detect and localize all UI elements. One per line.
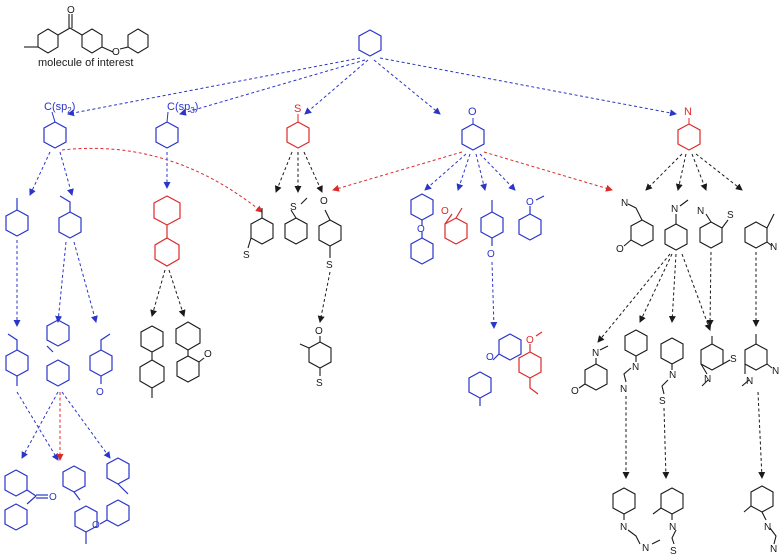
benzophenone-node	[4, 469, 48, 531]
n-atom-label: N	[642, 543, 649, 554]
cyclohexyl-benzene-node	[153, 195, 181, 267]
csp3-benzene-node	[155, 111, 179, 149]
thioformyl-aniline-node	[660, 337, 684, 395]
level-2-arrows-red	[61, 147, 613, 213]
methyl-aniline-node	[744, 213, 775, 249]
ethyl-toluene-node	[5, 333, 29, 386]
n-atom-label: N	[669, 370, 676, 381]
n-methyl-aniline-node	[664, 199, 689, 251]
n-atom-label: N	[764, 522, 771, 533]
s-atom-label: S	[326, 260, 333, 271]
para-methyl-phenoxy-node	[480, 200, 504, 246]
dimethylamino-phenol-node	[578, 345, 609, 391]
level-1-arrows	[67, 57, 677, 117]
dimethylaminomethyl-aniline-node	[612, 487, 661, 545]
n-atom-label: N	[770, 544, 777, 555]
o-atom-label: O	[571, 386, 579, 397]
csp3-label: C(sp3)	[167, 101, 198, 115]
phenoxy-benzene-node	[461, 118, 485, 151]
level-4-arrows-blue	[16, 391, 111, 461]
s-atom-label: S	[290, 202, 297, 213]
thioanisole-node	[284, 197, 308, 245]
n-atom-label: N	[704, 374, 711, 385]
level-2-arrows-blue	[29, 151, 516, 196]
csp2-benzene-node	[43, 111, 67, 149]
ethylbenzene-node	[58, 195, 82, 239]
tolyl-phenyl-ether-node	[468, 333, 522, 406]
methyl-methoxy-thiobenzene-node	[299, 336, 332, 376]
oxy-thiobenzene-node	[318, 209, 342, 258]
o-atom-label: O	[441, 206, 449, 217]
n-atom-label: N	[632, 362, 639, 373]
methyl-aminomethyl-aniline-node	[743, 485, 777, 545]
n-atom-label: N	[770, 242, 777, 253]
phenyl-cyclohexyl-toluene-node	[139, 325, 165, 398]
n-atom-label: N	[772, 366, 779, 377]
methyl-thiobenzene-node	[247, 208, 274, 249]
o-label-level1: O	[468, 106, 477, 118]
o-atom-label: O	[487, 249, 495, 260]
benzyl-phenol-node	[99, 457, 130, 527]
s-label-level1: S	[294, 103, 301, 115]
csp2-label: C(sp2)	[44, 101, 75, 115]
s-atom-label: S	[316, 378, 323, 389]
n-atom-label: N	[621, 198, 628, 209]
o-atom-label: O	[204, 349, 212, 360]
n-atom-label: N	[592, 348, 599, 359]
molecule-of-interest	[24, 14, 149, 54]
cyclohexyl-phenol-node	[175, 321, 205, 383]
methyl-phenoxy-node	[444, 207, 468, 245]
o-atom-label: O	[49, 492, 57, 503]
s-atom-label: S	[659, 396, 666, 407]
o-atom-label: O	[417, 224, 425, 235]
o-atom-label: O	[526, 197, 534, 208]
s-atom-label: S	[727, 210, 734, 221]
anisole-node	[518, 195, 545, 241]
carbonyl-oxygen-label: O	[67, 5, 75, 16]
n-atom-label: N	[620, 384, 627, 395]
diphenylmethane-node	[46, 319, 70, 387]
thiophenyl-benzene-node	[286, 114, 310, 149]
n-atom-label: N	[697, 206, 704, 217]
o-atom-label: O	[96, 387, 104, 398]
molecule-of-interest-caption: molecule of interest	[38, 57, 133, 69]
dimethyl-aniline-node	[741, 334, 773, 387]
ethyl-phenol-node	[89, 333, 113, 384]
o-atom-label: O	[486, 352, 494, 363]
n-atom-label: N	[669, 522, 676, 533]
ether-oxygen-label: O	[112, 47, 120, 58]
s-atom-label: S	[730, 354, 737, 365]
root-benzene-node	[358, 29, 382, 57]
s-atom-label: S	[243, 250, 250, 261]
amino-phenol-node	[623, 203, 654, 247]
methyl-diphenylmethane-node	[62, 465, 98, 544]
s-atom-label: S	[670, 546, 677, 557]
level-3-arrows-blue	[13, 240, 498, 329]
o-atom-label: O	[320, 196, 328, 207]
diphenyl-ether-node	[410, 193, 434, 265]
aminomethyl-aniline-node	[623, 329, 648, 383]
n-atom-label: N	[620, 522, 627, 533]
anilino-benzene-node	[677, 118, 701, 151]
o-atom-label: O	[315, 326, 323, 337]
methyl-thioformyl-aniline-node	[652, 487, 684, 545]
level-4-arrows-black	[622, 391, 766, 479]
methylamino-thiophenol-node	[700, 336, 731, 387]
amino-thiophenol-node	[699, 213, 729, 249]
n-label-level1: N	[684, 106, 692, 118]
o-atom-label: O	[526, 335, 534, 346]
o-atom-label: O	[616, 244, 624, 255]
level-2-arrows-black	[274, 151, 743, 193]
o-atom-label: O	[92, 520, 100, 531]
n-atom-label: N	[746, 376, 753, 387]
level-3-arrows-black	[150, 251, 760, 343]
ethyl-anisole-node	[518, 331, 543, 395]
toluene-node	[5, 198, 29, 237]
n-atom-label: N	[671, 204, 678, 215]
